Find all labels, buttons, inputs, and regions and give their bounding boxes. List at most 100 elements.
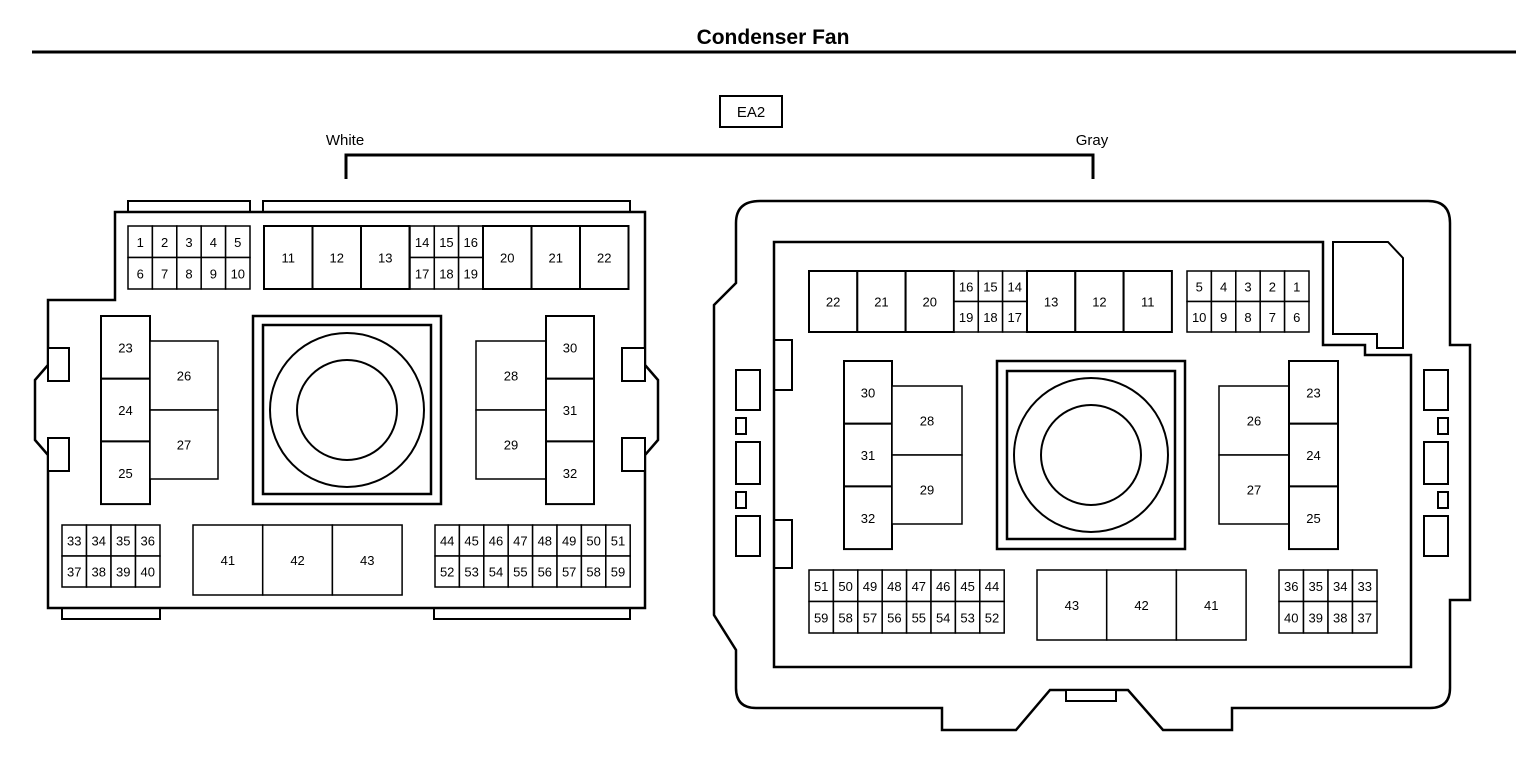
pin-cavity: 41 [1175, 569, 1247, 641]
pin-number: 1 [1293, 279, 1300, 294]
pin-number: 8 [1244, 310, 1251, 325]
pin-cavity: 8 [1235, 300, 1261, 333]
pin-cavity: 26 [1218, 385, 1290, 456]
pin-cavity: 40 [1278, 600, 1305, 634]
pin-cavity: 44 [979, 569, 1005, 603]
pin-number: 35 [116, 534, 130, 549]
pin-cavity: 28 [891, 385, 963, 456]
pin-cavity: 27 [149, 409, 219, 480]
pin-cavity: 34 [1327, 569, 1354, 603]
pin-number: 39 [116, 565, 130, 580]
pin-cavity: 19 [457, 256, 484, 290]
pin-number: 37 [67, 565, 81, 580]
pin-number: 14 [415, 235, 429, 250]
pin-cavity: 54 [930, 600, 957, 634]
right-connector-label: Gray [1076, 132, 1109, 149]
pin-number: 45 [464, 534, 478, 549]
pin-cavity: 2 [151, 225, 178, 259]
pin-cavity: 35 [110, 524, 137, 557]
pin-cavity: 42 [261, 524, 334, 596]
pin-cavity: 20 [482, 225, 533, 290]
pin-cavity: 1 [127, 225, 154, 259]
pin-cavity: 14 [409, 225, 436, 259]
pin-number: 28 [920, 414, 934, 429]
pin-cavity: 22 [808, 270, 859, 333]
pin-cavity: 56 [531, 555, 558, 588]
pin-number: 27 [1247, 483, 1261, 498]
pin-cavity: 13 [1026, 270, 1077, 333]
pin-number: 59 [611, 565, 625, 580]
pin-cavity: 48 [531, 524, 558, 557]
pin-number: 2 [161, 235, 168, 250]
pin-number: 44 [985, 579, 999, 594]
pin-cavity: 46 [483, 524, 509, 557]
pin-cavity: 55 [507, 555, 534, 588]
pin-cavity: 9 [1210, 300, 1237, 333]
pin-number: 33 [1358, 579, 1372, 594]
pin-cavity: 59 [808, 600, 835, 634]
pin-cavity: 5 [224, 225, 251, 259]
pin-cavity: 58 [580, 555, 607, 588]
pin-cavity: 24 [1288, 422, 1339, 488]
pin-cavity: 9 [200, 256, 227, 290]
pin-number: 8 [185, 266, 192, 281]
pin-cavity: 17 [1001, 300, 1028, 333]
pin-number: 32 [563, 466, 577, 481]
pin-cavity: 12 [1074, 270, 1125, 333]
connector-id: EA2 [737, 104, 765, 121]
pin-cavity: 59 [605, 555, 631, 588]
pin-cavity: 38 [85, 555, 112, 588]
pin-cavity: 16 [457, 225, 484, 259]
pin-number: 12 [330, 251, 344, 266]
pin-number: 7 [161, 266, 168, 281]
pin-number: 49 [562, 534, 576, 549]
pin-number: 41 [221, 553, 235, 568]
pin-cavity: 12 [311, 225, 362, 290]
pin-number: 50 [586, 534, 600, 549]
pin-cavity: 45 [954, 569, 981, 603]
pin-number: 42 [290, 553, 304, 568]
pin-number: 54 [489, 565, 503, 580]
pin-cavity: 56 [881, 600, 908, 634]
pin-cavity: 14 [1001, 270, 1028, 303]
pin-cavity: 16 [953, 270, 980, 303]
pin-cavity: 50 [832, 569, 859, 603]
pin-number: 54 [936, 610, 950, 625]
pin-cavity: 15 [977, 270, 1004, 303]
pin-cavity: 46 [930, 569, 957, 603]
pin-cavity: 15 [433, 225, 460, 259]
pin-number: 48 [887, 579, 901, 594]
pin-number: 38 [92, 565, 106, 580]
pin-cavity: 8 [176, 256, 202, 290]
pin-cavity: 22 [579, 225, 630, 290]
pin-number: 56 [538, 565, 552, 580]
pin-number: 33 [67, 534, 81, 549]
pin-number: 11 [282, 251, 296, 266]
pin-cavity: 27 [1218, 454, 1290, 525]
pin-cavity: 24 [100, 377, 151, 443]
pin-cavity: 47 [507, 524, 534, 557]
pin-cavity: 20 [904, 270, 955, 333]
pin-number: 29 [504, 438, 518, 453]
pin-number: 31 [563, 403, 577, 418]
pin-cavity: 34 [85, 524, 112, 557]
pin-number: 24 [118, 403, 132, 418]
pin-cavity: 21 [856, 270, 907, 333]
pin-cavity: 51 [605, 524, 631, 557]
pin-number: 52 [985, 610, 999, 625]
pin-number: 21 [874, 295, 888, 310]
pin-number: 30 [861, 385, 875, 400]
pin-cavity: 26 [149, 340, 219, 411]
pin-number: 20 [923, 295, 937, 310]
pin-cavity: 41 [192, 524, 264, 596]
pin-number: 52 [440, 565, 454, 580]
pin-number: 20 [500, 251, 514, 266]
pin-number: 12 [1092, 295, 1106, 310]
pin-cavity: 3 [176, 225, 202, 259]
pin-cavity: 30 [545, 315, 595, 380]
pin-cavity: 32 [843, 485, 893, 551]
pin-number: 50 [838, 579, 852, 594]
pin-cavity: 33 [1351, 569, 1378, 603]
pin-cavity: 25 [1288, 485, 1339, 551]
